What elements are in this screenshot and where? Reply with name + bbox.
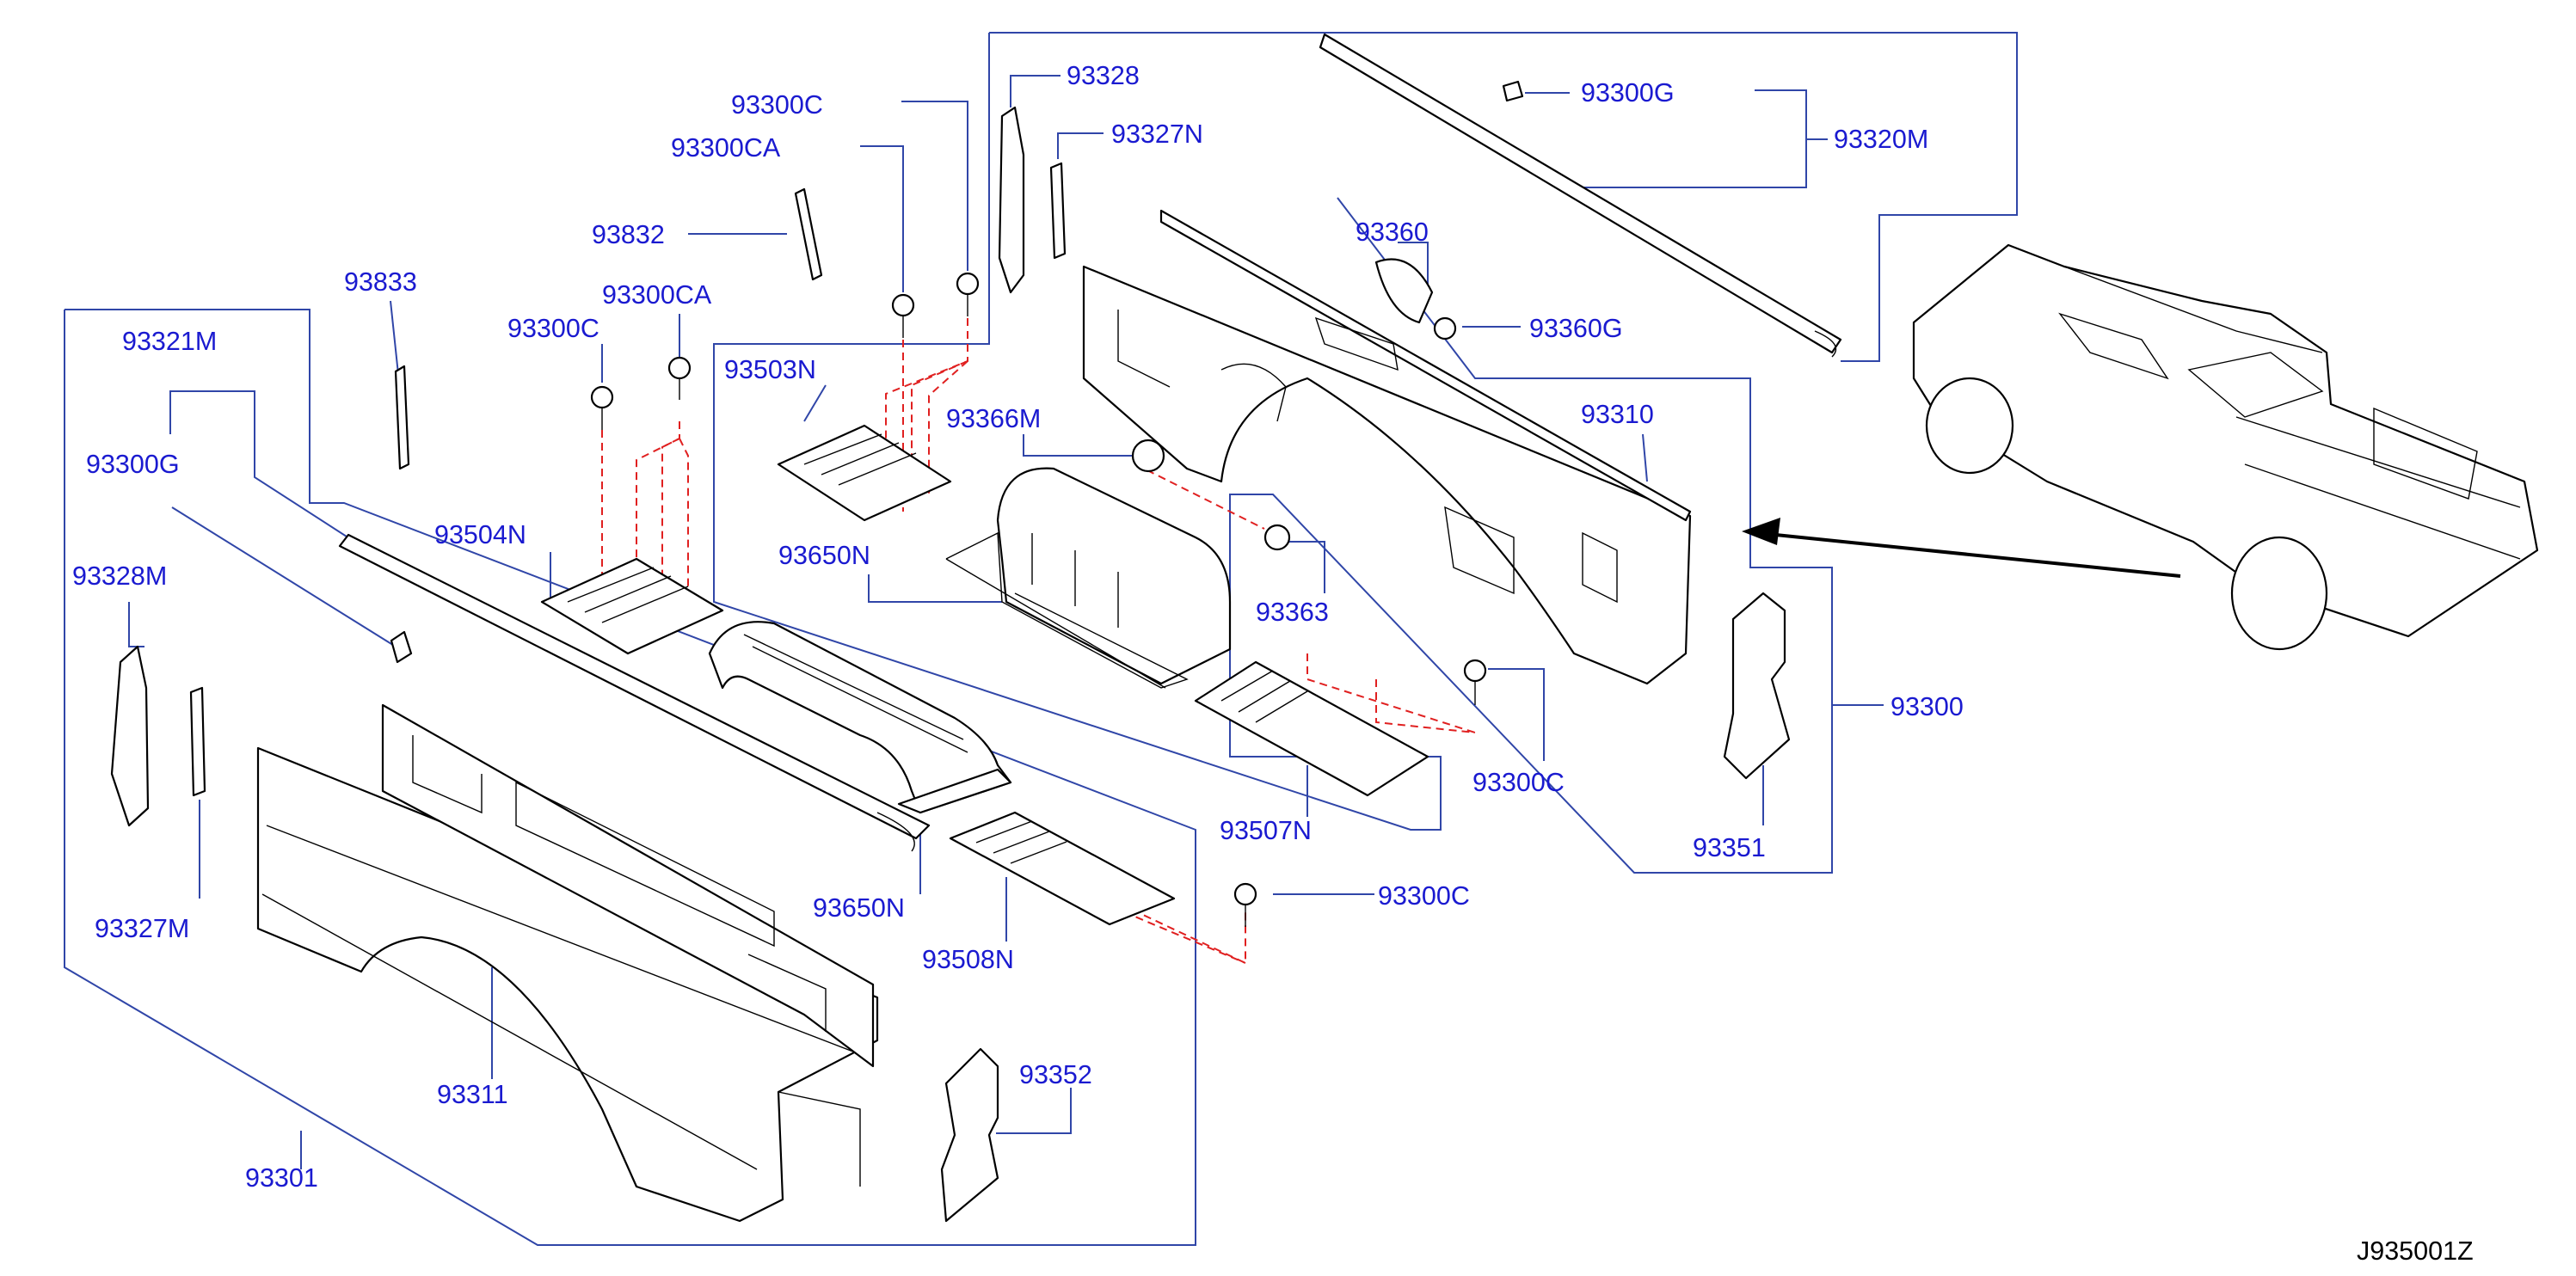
label-93504N: 93504N	[434, 520, 526, 549]
label-93360G: 93360G	[1529, 314, 1623, 343]
label-93300C-left: 93300C	[507, 314, 599, 343]
pointer-arrow	[1742, 518, 2181, 578]
label-93650N-bot: 93650N	[813, 893, 905, 923]
label-93300C-bot: 93300C	[1378, 881, 1470, 911]
label-93300C-top: 93300C	[731, 90, 823, 120]
label-93300: 93300	[1891, 692, 1964, 721]
bottom-floor-plate	[949, 811, 1176, 926]
label-93363: 93363	[1256, 598, 1329, 627]
label-93310: 93310	[1581, 400, 1654, 429]
label-93327N: 93327N	[1111, 120, 1203, 149]
diagram-code: J935001Z	[2357, 1236, 2474, 1266]
part-labels: 93300C 93328 93300G 93300CA 93327N 93320…	[72, 61, 2474, 1266]
top-floor-plate	[777, 424, 952, 522]
label-93508N: 93508N	[922, 945, 1014, 974]
label-93300CA-top: 93300CA	[671, 133, 781, 163]
label-93301: 93301	[245, 1163, 318, 1193]
label-93832: 93832	[592, 220, 665, 249]
label-93503N: 93503N	[724, 355, 816, 384]
label-93300CA-mid: 93300CA	[602, 280, 712, 310]
label-93351: 93351	[1693, 833, 1766, 862]
label-93328: 93328	[1067, 61, 1140, 90]
label-93352: 93352	[1019, 1060, 1092, 1089]
right-bed-rail	[1319, 33, 1842, 358]
right-wheelhouse	[945, 467, 1232, 689]
left-bed-rail	[338, 533, 931, 852]
label-93300G-top: 93300G	[1581, 78, 1675, 107]
fasteners	[390, 80, 1524, 927]
label-93311: 93311	[437, 1080, 508, 1109]
label-93300C-right: 93300C	[1472, 768, 1565, 797]
callout-lines	[64, 32, 2018, 1246]
left-side-outer-panel	[256, 703, 879, 1223]
label-93328M: 93328M	[72, 561, 167, 591]
left-floor-plate	[540, 557, 724, 655]
label-93366M: 93366M	[946, 404, 1041, 433]
top-pillar-parts	[998, 106, 1067, 294]
label-93327M: 93327M	[95, 914, 189, 943]
label-93507N: 93507N	[1220, 816, 1312, 845]
bottom-corner-bracket	[940, 1047, 999, 1223]
truck-illustration	[1912, 243, 2539, 651]
left-pillar-parts	[110, 645, 206, 827]
right-corner-bracket	[1723, 592, 1791, 780]
label-93650N-top: 93650N	[778, 541, 870, 570]
label-93320M: 93320M	[1834, 125, 1928, 154]
label-93321M: 93321M	[122, 327, 217, 356]
label-93360: 93360	[1356, 218, 1429, 247]
label-93300G-left: 93300G	[86, 450, 180, 479]
left-wheelhouse	[708, 621, 1012, 814]
right-side-panel	[1082, 209, 1692, 685]
label-93833: 93833	[344, 267, 417, 297]
right-floor-plate	[1194, 660, 1429, 797]
